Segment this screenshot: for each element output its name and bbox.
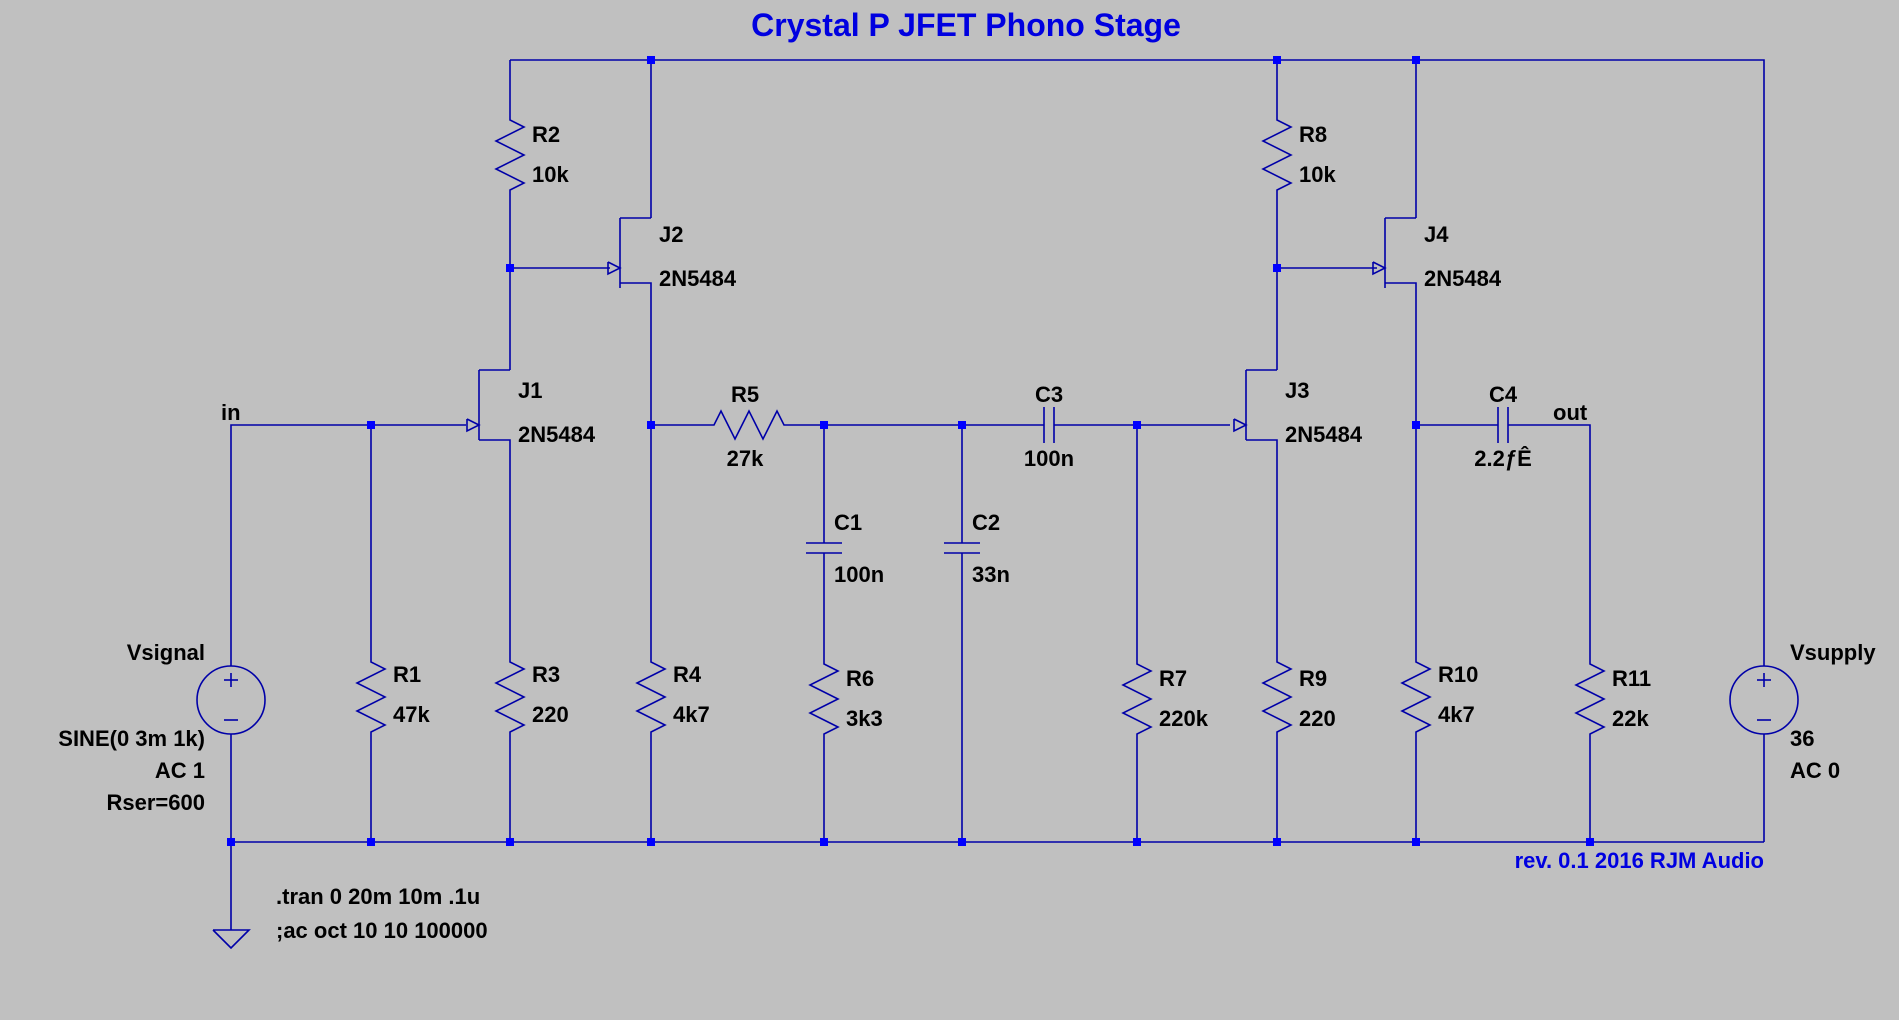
j3-model: 2N5484 [1285,422,1363,447]
net-label-in: in [221,400,241,425]
r5-value: 27k [727,446,764,471]
r6-name: R6 [846,666,874,691]
capacitor-c2[interactable] [944,425,980,842]
j1-model: 2N5484 [518,422,596,447]
resistor-r2[interactable] [494,60,526,268]
c3-name: C3 [1035,382,1063,407]
j1-name: J1 [518,378,542,403]
vsignal-source[interactable] [196,424,466,842]
capacitor-c1[interactable] [806,425,842,660]
jfet-j2[interactable] [607,60,652,658]
c1-value: 100n [834,562,884,587]
r11-name: R11 [1612,666,1651,691]
jfet-j1[interactable] [466,268,511,658]
vsupply-line2: AC 0 [1790,758,1840,783]
r3-name: R3 [532,662,560,687]
j4-name: J4 [1424,222,1449,247]
r6-value: 3k3 [846,706,883,731]
resistor-r7[interactable] [1121,425,1153,842]
vsignal-name: Vsignal [127,640,205,665]
spice-directive-tran[interactable]: .tran 0 20m 10m .1u [276,884,480,909]
c4-value: 2.2ƒÊ [1474,446,1532,471]
r7-name: R7 [1159,666,1187,691]
jfet-j4[interactable] [1372,60,1417,658]
resistor-r1[interactable] [355,425,387,842]
net-label-out: out [1553,400,1588,425]
r4-name: R4 [673,662,702,687]
resistor-r3[interactable] [494,658,526,842]
resistor-r10[interactable] [1400,658,1432,842]
j3-name: J3 [1285,378,1309,403]
r3-value: 220 [532,702,569,727]
r2-name: R2 [532,122,560,147]
r10-name: R10 [1438,662,1478,687]
spice-directive-ac[interactable]: ;ac oct 10 10 100000 [276,918,488,943]
capacitor-c3[interactable] [962,407,1230,443]
resistor-r4[interactable] [635,658,667,842]
r8-value: 10k [1299,162,1336,187]
r4-value: 4k7 [673,702,710,727]
c1-name: C1 [834,510,862,535]
j2-model: 2N5484 [659,266,737,291]
c3-value: 100n [1024,446,1074,471]
r7-value: 220k [1159,706,1209,731]
resistor-r5[interactable] [651,409,962,441]
r11-value: 22k [1612,706,1649,731]
resistor-r8[interactable] [1261,60,1293,268]
c2-name: C2 [972,510,1000,535]
vsignal-line3: Rser=600 [107,790,205,815]
ground-icon [212,842,251,950]
vsupply-name: Vsupply [1790,640,1876,665]
jfet-j3[interactable] [1233,268,1278,658]
vsignal-line1: SINE(0 3m 1k) [58,726,205,751]
resistor-r6[interactable] [808,660,840,842]
vsupply-line1: 36 [1790,726,1814,751]
ground-rail [231,742,1765,843]
r8-name: R8 [1299,122,1327,147]
j4-model: 2N5484 [1424,266,1502,291]
vsignal-line2: AC 1 [155,758,205,783]
r9-value: 220 [1299,706,1336,731]
r1-name: R1 [393,662,421,687]
schematic-title: Crystal P JFET Phono Stage [751,7,1181,43]
r2-value: 10k [532,162,569,187]
r10-value: 4k7 [1438,702,1475,727]
revision-label: rev. 0.1 2016 RJM Audio [1515,848,1764,873]
junction-dots [227,56,1594,846]
j2-name: J2 [659,222,683,247]
resistor-r9[interactable] [1261,658,1293,842]
resistor-r11[interactable] [1574,660,1606,842]
r5-name: R5 [731,382,759,407]
supply-rail [510,59,1765,658]
c4-name: C4 [1489,382,1518,407]
r9-name: R9 [1299,666,1327,691]
vsupply-source[interactable] [1729,658,1799,742]
capacitor-c4[interactable] [1416,407,1591,660]
c2-value: 33n [972,562,1010,587]
r1-value: 47k [393,702,430,727]
